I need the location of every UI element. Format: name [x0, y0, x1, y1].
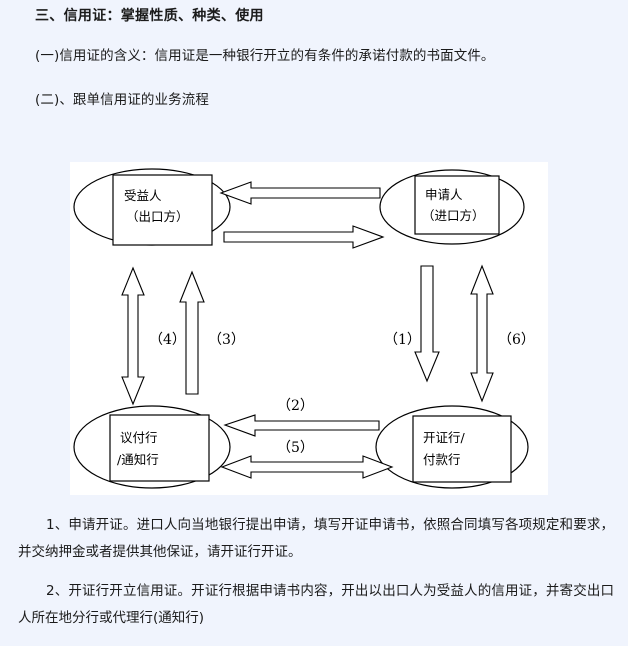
node-negotiating-bank-line2: /通知行 [117, 452, 159, 467]
node-applicant-line1: 申请人 [425, 187, 463, 202]
paragraph-process-title: (二)、跟单信用证的业务流程 [35, 92, 209, 108]
node-issuing-bank-line1: 开证行/ [423, 430, 466, 445]
lc-process-diagram: 受益人 （出口方） 申请人 （进口方） 议付行 /通知行 开证行 [70, 162, 548, 495]
arrow-3: （3） [179, 270, 245, 395]
paragraph-definition: (一)信用证的含义：信用证是一种银行开立的有条件的承诺付款的书面文件。 [35, 48, 495, 64]
arrow-2: （2） [223, 398, 380, 437]
arrow-5: （5） [220, 440, 394, 479]
arrow-3-label: （3） [208, 332, 245, 348]
arrow-6: （6） [470, 264, 535, 403]
node-applicant-line2: （进口方） [422, 208, 485, 223]
arrow-top-right-pointing [223, 225, 385, 249]
node-beneficiary: 受益人 （出口方） [73, 168, 231, 246]
arrow-1: （1） [384, 265, 440, 383]
step-paragraph-2: 2、开证行开立信用证。开证行根据申请书内容，开出以出口人为受益人的信用证，并寄交… [18, 583, 614, 626]
arrow-4-label: （4） [149, 332, 186, 348]
arrow-1-label: （1） [384, 332, 421, 348]
arrow-5-label: （5） [277, 440, 314, 456]
node-issuing-bank-line2: 付款行 [423, 452, 461, 467]
node-applicant: 申请人 （进口方） [379, 169, 525, 245]
page-title: 三、信用证：掌握性质、种类、使用 [35, 8, 264, 24]
arrow-top-left-pointing [219, 181, 381, 205]
node-negotiating-bank: 议付行 /通知行 [73, 405, 231, 489]
node-issuing-bank: 开证行/ 付款行 [375, 405, 529, 489]
arrow-6-label: （6） [498, 332, 535, 348]
node-beneficiary-line2: （出口方） [126, 209, 189, 224]
node-negotiating-bank-line1: 议付行 [120, 430, 158, 445]
arrow-4: （4） [121, 266, 186, 406]
step-paragraph-1: 1、申请开证。进口人向当地银行提出申请，填写开证申请书，依照合同填写各项规定和要… [18, 517, 614, 560]
arrow-2-label: （2） [277, 398, 314, 414]
node-beneficiary-line1: 受益人 [124, 188, 162, 203]
